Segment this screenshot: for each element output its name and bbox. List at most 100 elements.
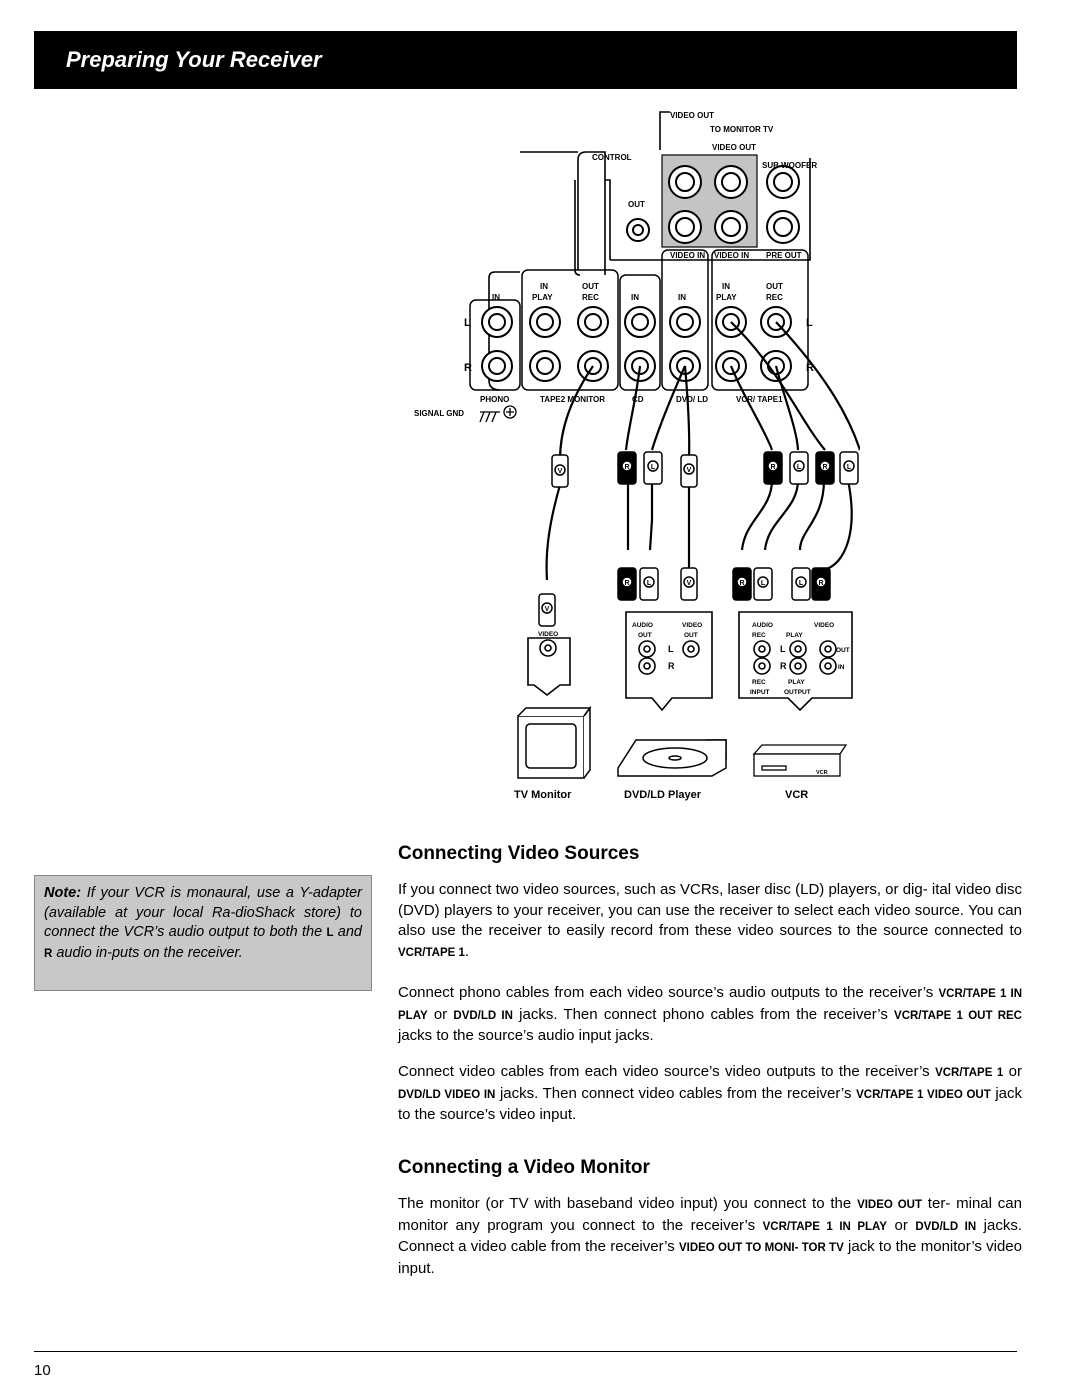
header-bar: Preparing Your Receiver: [34, 31, 1017, 89]
p3-a: Connect video cables from each video sou…: [398, 1063, 936, 1080]
paragraph-video-sources-2: Connect phono cables from each video sou…: [398, 983, 1022, 1047]
vcr-l-label: L: [780, 644, 786, 654]
label-pre-out: PRE OUT: [766, 251, 802, 260]
p2-d: jacks to the source’s audio input jacks.: [398, 1027, 654, 1044]
device-channel-labels: L R L R: [668, 644, 787, 671]
paragraph-video-sources-1: If you connect two video sources, such a…: [398, 880, 1022, 963]
vcr-video-label: VIDEO: [814, 622, 834, 629]
vcr-output-label: OUTPUT: [784, 689, 811, 696]
plug-label-v: V: [687, 467, 692, 474]
s2-c: or: [886, 1216, 916, 1234]
tv-jack-panel: [527, 637, 571, 697]
dvd-audio-out-label: OUT: [638, 632, 652, 639]
p3-term-1: VCR/TAPE 1: [935, 1067, 1004, 1079]
p2-c: jacks. Then connect phono cables from th…: [512, 1005, 895, 1023]
cable-plugs-lower: [538, 567, 831, 627]
label-play-tape2: PLAY: [532, 293, 553, 302]
label-in-tape2: IN: [540, 282, 548, 291]
label-control: CONTROL: [592, 153, 632, 162]
s2-term-4: VIDEO OUT TO MONI- TOR TV: [678, 1242, 844, 1254]
p2-a: Connect phono cables from each video sou…: [398, 984, 939, 1001]
note-text: Note: If your VCR is monaural, use a Y-a…: [44, 884, 362, 964]
label-tape2-monitor: TAPE2 MONITOR: [540, 395, 605, 404]
plug-r-dvd-bottom: [617, 567, 637, 601]
device-jacks: [539, 639, 837, 675]
note-body-a: If your VCR is monaural, use a Y-adapter…: [44, 885, 362, 940]
plug-r-vcr-bottom-1: [732, 567, 752, 601]
p1-end: .: [464, 942, 470, 960]
label-out: OUT: [628, 200, 645, 209]
plug-v-dvd-top: [680, 454, 698, 488]
label-in-dvd: IN: [678, 293, 686, 302]
vcr-video-in-label: IN: [838, 664, 845, 671]
note-term-l: L: [326, 927, 334, 939]
p1-text: If you connect two video sources, such a…: [398, 881, 1022, 939]
plug-l-vcr-top-1: [789, 451, 809, 485]
jack-group-outlines: [469, 249, 809, 391]
label-vcr-tape1: VCR/ TAPE1: [736, 395, 783, 404]
label-sub-woofer: SUB WOOFER: [762, 161, 817, 170]
vcr-badge: VCR: [816, 770, 828, 776]
vcr-input-label: INPUT: [750, 689, 770, 696]
plug-video-tv-top: [551, 454, 569, 488]
plug-l-dvd-bottom: [639, 567, 659, 601]
ground-terminal-icon: [479, 405, 517, 423]
label-signal-gnd: SIGNAL GND: [414, 409, 464, 418]
vcr-rec-box: REC: [752, 679, 766, 686]
plug-l-vcr-top-2: [839, 451, 859, 485]
plug-l-dvd-top: [643, 451, 663, 485]
plug-label-l: L: [799, 580, 804, 587]
p2-term-2: DVD/LD IN: [453, 1009, 513, 1022]
s2-e: jack to the monitor’s video input.: [398, 1238, 1022, 1277]
plug-label-r: R: [739, 580, 744, 587]
label-l-right: L: [806, 317, 813, 329]
plug-label-l: L: [847, 464, 852, 471]
paragraph-video-monitor: The monitor (or TV with baseband video i…: [398, 1194, 1022, 1279]
plug-l-vcr-bottom-2: [791, 567, 811, 601]
label-video-in-1: VIDEO IN: [670, 251, 705, 260]
plug-label-v: V: [558, 468, 563, 475]
section-heading-video-sources: Connecting Video Sources: [398, 843, 640, 864]
plug-label-r: R: [770, 464, 775, 471]
s2-a: The monitor (or TV with baseband video i…: [398, 1195, 858, 1212]
note-body-b: and: [333, 924, 362, 940]
plug-letter-labels-r: R R R R R R: [624, 464, 827, 587]
label-play-vcr: PLAY: [716, 293, 737, 302]
label-phono: PHONO: [480, 395, 509, 404]
vcr-video-out-label: OUT: [836, 647, 850, 654]
label-dvd-ld: DVD/ LD: [676, 395, 708, 404]
label-video-out: VIDEO OUT: [670, 111, 714, 120]
cable-plugs: [551, 451, 859, 488]
tv-monitor-illustration: [517, 705, 592, 779]
plug-label-v: V: [687, 580, 692, 587]
tv-video-label: VIDEO: [538, 631, 558, 638]
note-body-c: audio in-puts on the receiver.: [52, 944, 243, 961]
dvd-player-illustration: [617, 739, 727, 777]
plug-r-vcr-top-2: [815, 451, 835, 485]
label-r-right: R: [806, 362, 814, 374]
label-cd: CD: [632, 395, 644, 404]
dvd-jack-panel: [625, 611, 713, 712]
plug-label-r: R: [624, 464, 629, 471]
panel-labels: VIDEO OUT TO MONITOR TV CONTROL OUT SUB …: [414, 111, 817, 418]
label-out-tape2: OUT: [582, 282, 599, 291]
caption-vcr: VCR: [785, 789, 808, 801]
plug-label-v: V: [545, 606, 550, 613]
label-r-left: R: [464, 362, 472, 374]
plug-label-l: L: [797, 464, 802, 471]
vcr-illustration: [752, 744, 848, 777]
vcr-rec-label: REC: [752, 632, 766, 639]
plug-v-dvd-bottom: [680, 567, 698, 601]
s2-b: ter- minal can monitor any program you c…: [398, 1195, 1022, 1234]
p2-b: or: [427, 1005, 454, 1023]
plug-label-r: R: [818, 580, 823, 587]
p3-term-2: DVD/LD VIDEO IN: [398, 1088, 496, 1101]
label-l-left: L: [464, 317, 471, 329]
plug-label-r: R: [624, 580, 629, 587]
plug-video-tv-bottom: [538, 593, 556, 627]
dvd-l-label: L: [668, 644, 674, 654]
p3-b: or: [1003, 1063, 1022, 1080]
plug-letter-labels: V V V V L L L L L L: [545, 464, 852, 613]
channel-labels: L R L R: [464, 317, 814, 374]
p1-term: VCR/TAPE 1: [398, 946, 465, 959]
